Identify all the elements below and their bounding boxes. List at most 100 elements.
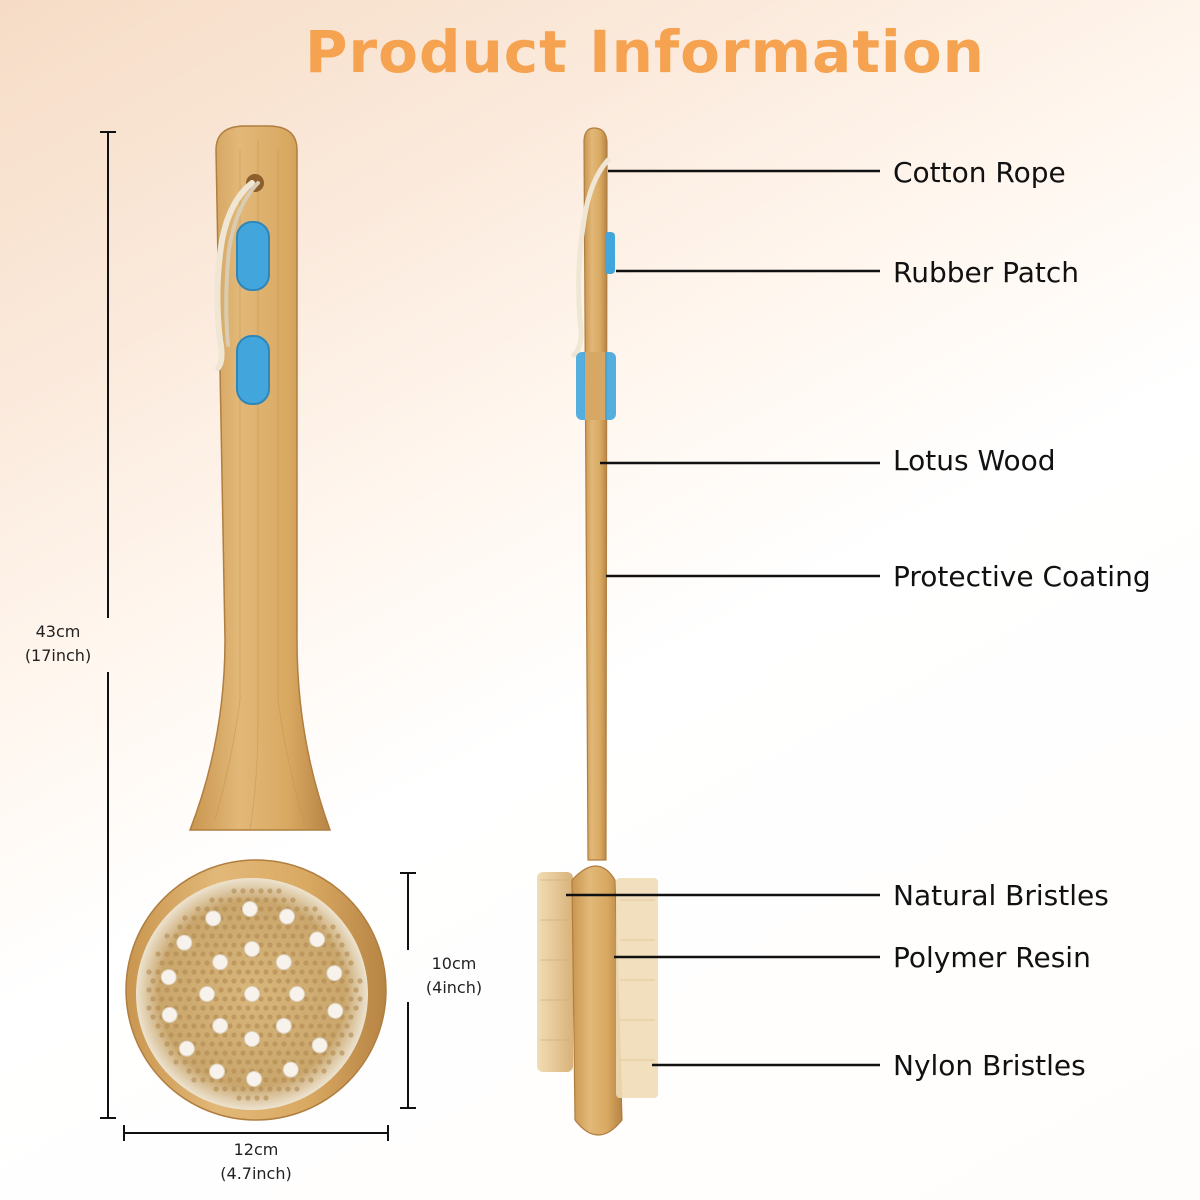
bristle-tuft: [249, 1014, 255, 1020]
bristle-tuft: [146, 987, 152, 993]
bristle-tuft: [348, 1014, 354, 1020]
bristle-tuft: [240, 888, 246, 894]
bristle-tuft: [155, 951, 161, 957]
massage-nub: [279, 908, 296, 925]
bristle-tuft: [321, 1068, 327, 1074]
bristle-tuft: [281, 897, 287, 903]
bristle-tuft: [249, 1050, 255, 1056]
bristle-tuft: [258, 1086, 264, 1092]
bristle-tuft: [245, 969, 251, 975]
bristle-tuft: [213, 1050, 219, 1056]
bristle-tuft: [321, 1014, 327, 1020]
bristle-tuft: [276, 942, 282, 948]
bristle-tuft: [263, 1059, 269, 1065]
bristle-tuft: [267, 1014, 273, 1020]
bristle-tuft: [245, 1059, 251, 1065]
bristle-tuft: [204, 978, 210, 984]
bristle-tuft: [294, 960, 300, 966]
width-metric: 12cm: [233, 1140, 279, 1159]
bristle-tuft: [177, 996, 183, 1002]
bristle-tuft: [164, 933, 170, 939]
bristle-tuft: [294, 942, 300, 948]
bristle-tuft: [227, 987, 233, 993]
bristle-tuft: [258, 1014, 264, 1020]
bristle-tuft: [240, 1086, 246, 1092]
bristle-tuft: [159, 1032, 165, 1038]
bristle-tuft: [312, 978, 318, 984]
bristle-tuft: [294, 906, 300, 912]
bristle-tuft: [231, 1050, 237, 1056]
bristle-tuft: [231, 1032, 237, 1038]
bristle-tuft: [191, 1005, 197, 1011]
bristle-tuft: [272, 969, 278, 975]
bristle-tuft: [303, 978, 309, 984]
bristle-tuft: [222, 978, 228, 984]
bristle-tuft: [281, 933, 287, 939]
bristle-tuft: [267, 906, 273, 912]
bristle-tuft: [267, 978, 273, 984]
callout-rubber-patch: Rubber Patch: [893, 256, 1080, 289]
bristle-tuft: [213, 906, 219, 912]
bristle-tuft: [155, 987, 161, 993]
bristle-tuft: [173, 987, 179, 993]
bristle-tuft: [236, 1059, 242, 1065]
bristle-tuft: [159, 996, 165, 1002]
bristle-tuft: [335, 1041, 341, 1047]
bristle-tuft: [285, 996, 291, 1002]
bristle-tuft: [227, 1059, 233, 1065]
bristle-tuft: [195, 942, 201, 948]
bristle-tuft: [213, 1032, 219, 1038]
massage-nub: [160, 969, 177, 986]
bristle-tuft: [218, 987, 224, 993]
bristle-tuft: [303, 996, 309, 1002]
bristle-tuft: [182, 987, 188, 993]
height-dimension-label: 43cm (17inch): [0, 620, 128, 668]
bristle-tuft: [177, 1014, 183, 1020]
bristle-tuft: [330, 1032, 336, 1038]
bristle-tuft: [191, 987, 197, 993]
bristle-tuft: [218, 1005, 224, 1011]
massage-nub: [241, 901, 258, 918]
bristle-tuft: [218, 1059, 224, 1065]
bristle-tuft: [312, 906, 318, 912]
bristle-tuft: [222, 996, 228, 1002]
bristle-tuft: [290, 897, 296, 903]
bristle-tuft: [191, 951, 197, 957]
bristle-tuft: [231, 996, 237, 1002]
bristle-tuft: [281, 1059, 287, 1065]
bristle-tuft: [353, 1005, 359, 1011]
bristle-tuft: [164, 1023, 170, 1029]
massage-nub: [246, 1070, 263, 1087]
bristle-tuft: [290, 933, 296, 939]
bristle-tuft: [222, 1050, 228, 1056]
bristle-tuft: [240, 924, 246, 930]
bristle-tuft: [195, 978, 201, 984]
bristle-tuft: [312, 924, 318, 930]
bristle-tuft: [263, 933, 269, 939]
bristle-tuft: [236, 951, 242, 957]
bristle-tuft: [218, 969, 224, 975]
bristle-tuft: [272, 1059, 278, 1065]
bristle-tuft: [303, 906, 309, 912]
bristle-tuft: [231, 906, 237, 912]
bristle-tuft: [258, 960, 264, 966]
bristle-tuft: [263, 1023, 269, 1029]
bristle-tuft: [290, 951, 296, 957]
bristle-tuft: [294, 978, 300, 984]
bristle-tuft: [348, 960, 354, 966]
bristle-tuft: [326, 987, 332, 993]
bristle-tuft: [267, 1032, 273, 1038]
bristle-tuft: [209, 951, 215, 957]
bristle-tuft: [249, 1086, 255, 1092]
bristle-tuft: [191, 915, 197, 921]
bristle-tuft: [249, 978, 255, 984]
bristle-tuft: [321, 978, 327, 984]
bristle-tuft: [231, 1086, 237, 1092]
bristle-tuft: [222, 906, 228, 912]
bristle-tuft: [263, 915, 269, 921]
bristle-tuft: [303, 1050, 309, 1056]
front-brush: [125, 125, 387, 1121]
bristle-tuft: [312, 996, 318, 1002]
bristle-tuft: [209, 1059, 215, 1065]
height-metric: 43cm: [35, 622, 81, 641]
